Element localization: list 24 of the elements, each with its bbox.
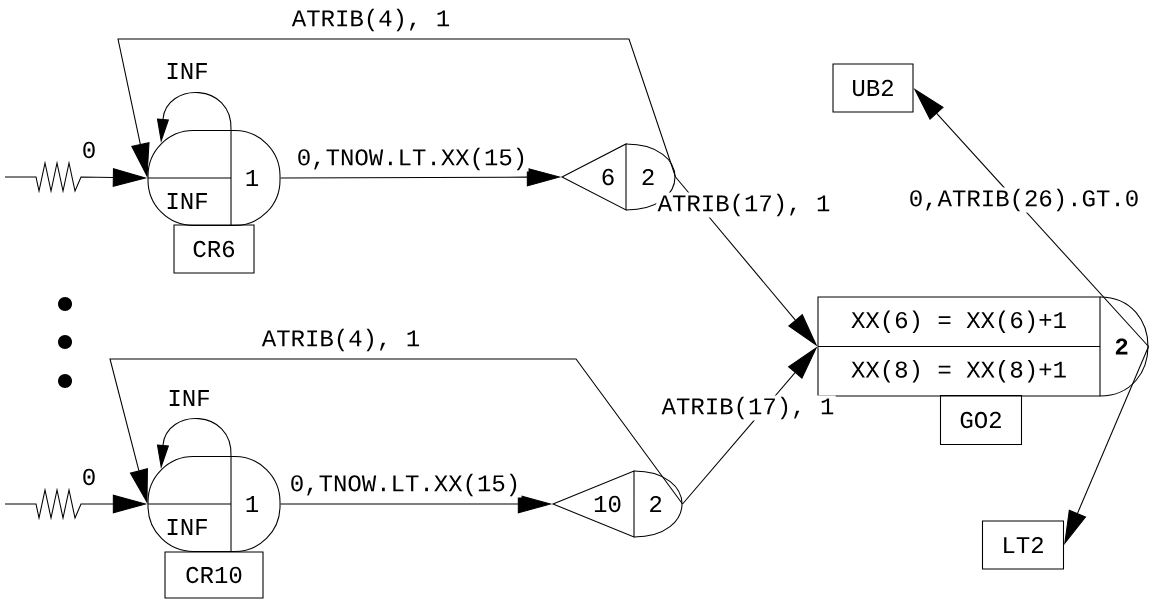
assign-node: XX(6) = XX(6)+1 XX(8) = XX(8)+1 2 (817, 296, 1149, 397)
arrow (109, 358, 684, 505)
label-box: GO2 (939, 394, 1023, 446)
edge-label: ATRIB(17), 1 (660, 395, 836, 421)
edge-label: INF (164, 61, 210, 81)
edge-label: 0,ATRIB(26).GT.0 (907, 187, 1141, 213)
edge-label: ATRIB(4), 1 (260, 327, 422, 353)
create-node: INF 1 (147, 455, 281, 553)
arrow (117, 38, 677, 178)
edge-label: 0 (80, 467, 98, 487)
node-label: 2 (1115, 338, 1128, 355)
edge-label: 0,TNOW.LT.XX(15) (295, 146, 529, 172)
label-box: UB2 (832, 63, 914, 113)
edge-label: ATRIB(4), 1 (290, 7, 452, 33)
label-box: CR6 (173, 224, 255, 274)
edge-label: INF (166, 388, 212, 408)
edge-label: 0,TNOW.LT.XX(15) (288, 472, 522, 498)
label-box: LT2 (981, 520, 1065, 570)
node-label: 2 (642, 168, 654, 186)
label-box: CR10 (164, 551, 264, 599)
edge-label: 0 (80, 140, 98, 160)
edge-label: ATRIB(17), 1 (656, 192, 832, 218)
node-label: 2 (650, 495, 662, 513)
create-node: INF 1 (147, 129, 281, 227)
